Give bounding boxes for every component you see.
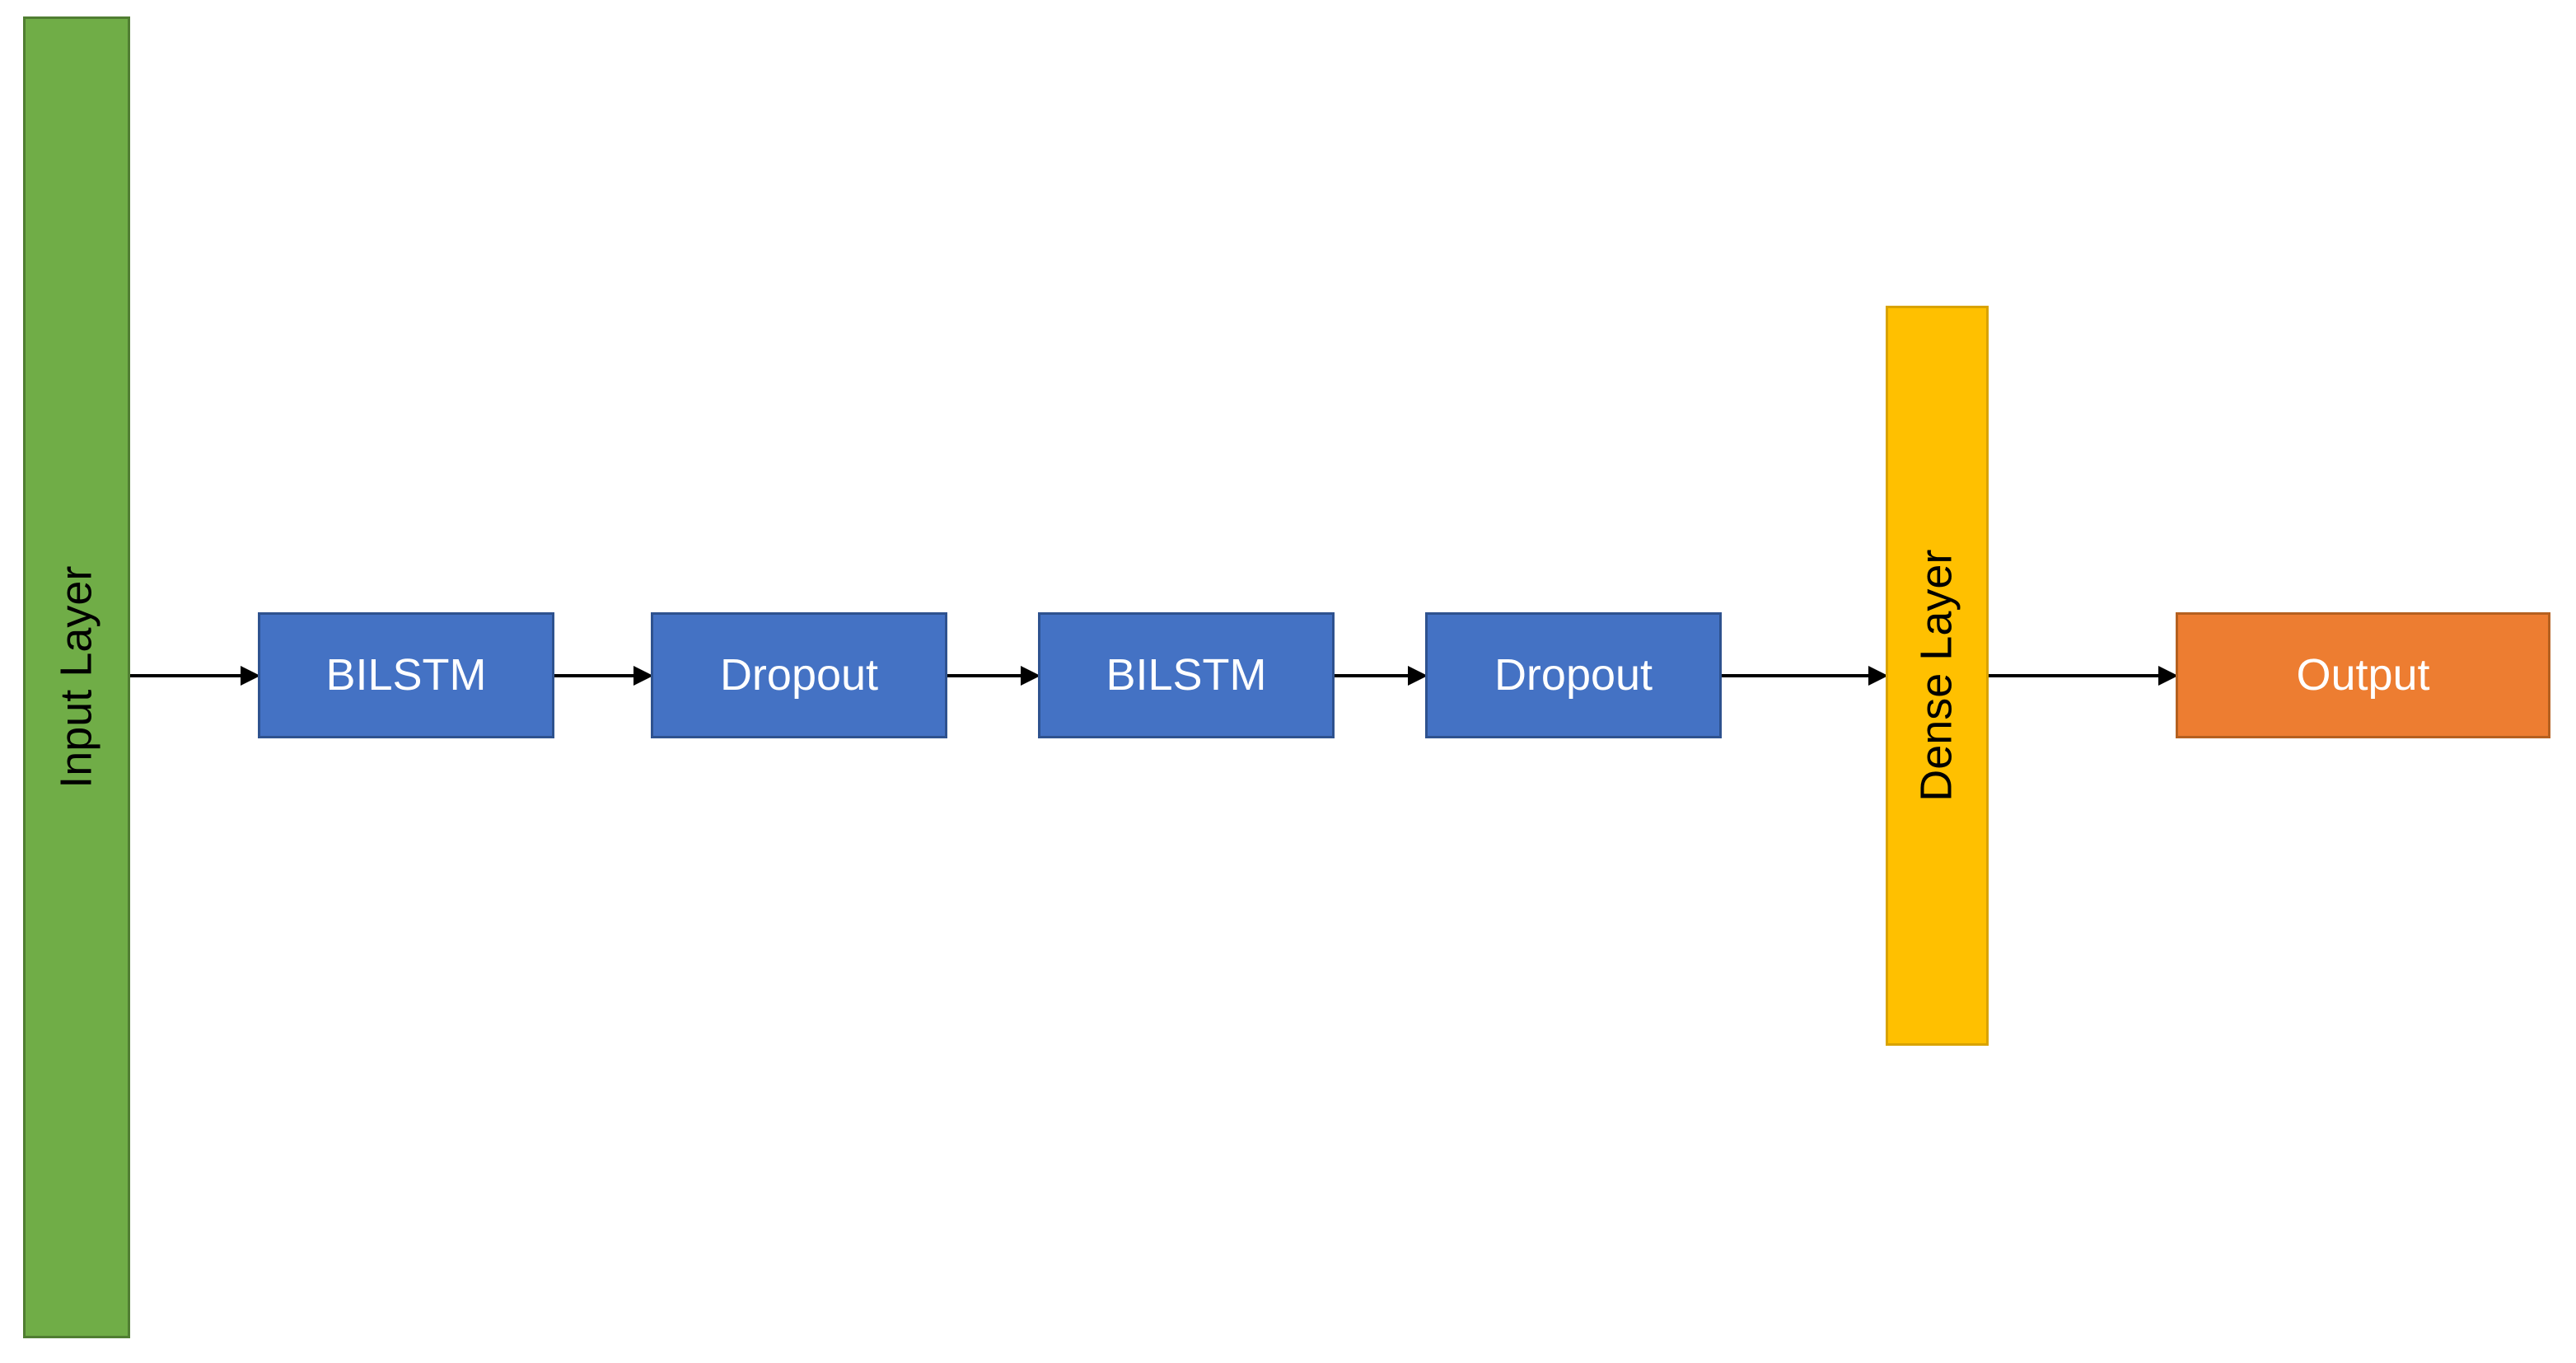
edge-bilstm-2-to-dropout-2	[1335, 659, 1428, 692]
node-bilstm-2[interactable]: BILSTM	[1038, 612, 1335, 738]
node-dropout-1[interactable]: Dropout	[651, 612, 947, 738]
node-output[interactable]: Output	[2176, 612, 2550, 738]
node-input-layer-label: Input Layer	[51, 565, 101, 789]
node-dropout-2-label: Dropout	[1494, 649, 1653, 700]
node-dense-layer[interactable]: Dense Layer	[1886, 306, 1989, 1046]
node-bilstm-1-label: BILSTM	[325, 649, 487, 700]
edge-dropout-1-to-bilstm-2	[947, 659, 1040, 692]
edge-dense-layer-to-output	[1989, 659, 2178, 692]
edge-dropout-2-to-dense-layer	[1722, 659, 1888, 692]
node-input-layer[interactable]: Input Layer	[23, 16, 130, 1338]
node-output-label: Output	[2296, 649, 2430, 700]
node-dropout-2[interactable]: Dropout	[1425, 612, 1722, 738]
node-bilstm-2-label: BILSTM	[1106, 649, 1267, 700]
node-dropout-1-label: Dropout	[719, 649, 879, 700]
edge-input-layer-to-bilstm-1	[130, 659, 260, 692]
node-bilstm-1[interactable]: BILSTM	[258, 612, 554, 738]
node-dense-layer-label: Dense Layer	[1911, 549, 1961, 803]
edge-bilstm-1-to-dropout-1	[554, 659, 653, 692]
